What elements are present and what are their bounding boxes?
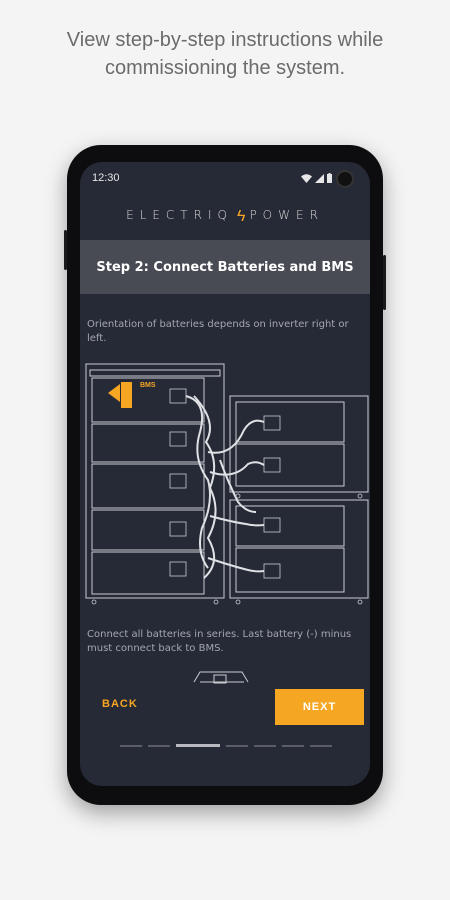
promo-caption: View step-by-step instructions while com… <box>0 26 450 82</box>
wifi-icon <box>301 173 312 183</box>
page-indicator <box>254 745 276 747</box>
left-cabinet <box>85 363 225 599</box>
bms-label: BMS <box>140 382 156 389</box>
status-time: 12:30 <box>92 172 120 184</box>
next-step-thumbnail <box>193 671 249 684</box>
signal-icon <box>315 173 324 183</box>
logo-word-right: POWER <box>249 208 324 222</box>
right-upper-cabinet <box>229 395 369 493</box>
back-button[interactable]: BACK <box>102 698 138 710</box>
page-indicator <box>120 745 142 747</box>
step-pagination <box>120 744 334 747</box>
status-bar: 12:30 <box>92 170 358 190</box>
bolt-icon: ϟ <box>236 206 246 225</box>
logo-word-left: ELECTRIQ <box>126 208 233 222</box>
series-instructions: Connect all batteries in series. Last ba… <box>87 629 352 654</box>
page-indicator <box>148 745 170 747</box>
battery-icon <box>327 173 332 183</box>
volume-button <box>64 230 67 270</box>
step-title: Step 2: Connect Batteries and BMS <box>96 259 354 275</box>
page-indicator <box>226 745 248 747</box>
side-button <box>383 255 386 310</box>
next-button[interactable]: NEXT <box>275 689 364 725</box>
caption-line-2: commissioning the system. <box>104 57 346 79</box>
orientation-instructions: Orientation of batteries depends on inve… <box>87 319 349 344</box>
front-camera <box>336 170 354 188</box>
page-indicator-active <box>176 744 220 747</box>
page-indicator <box>282 745 304 747</box>
page-indicator <box>310 745 332 747</box>
step-title-bar: Step 2: Connect Batteries and BMS <box>80 240 370 294</box>
right-lower-cabinet <box>229 499 369 599</box>
battery-wiring-diagram: BMS <box>85 363 369 605</box>
status-icons <box>301 173 332 183</box>
bms-arrow-icon <box>108 384 120 402</box>
caption-line-1: View step-by-step instructions while <box>66 29 384 51</box>
